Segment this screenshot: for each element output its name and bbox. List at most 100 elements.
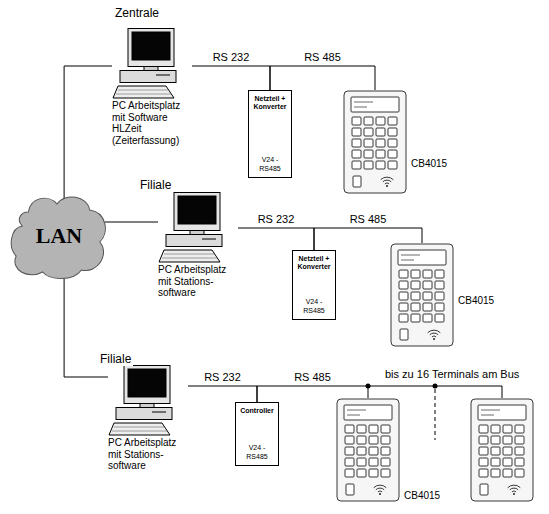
converter-label: Netzteil + Konverter xyxy=(251,95,289,112)
keyboard-keys xyxy=(118,90,168,91)
drive-slot xyxy=(202,239,216,240)
monitor-screen xyxy=(178,196,216,224)
device-label: CB4015 xyxy=(458,295,494,306)
device-label: CB4015 xyxy=(404,490,440,501)
keyboard xyxy=(109,423,170,435)
terminal-key xyxy=(435,303,444,311)
bus-junction xyxy=(366,384,371,389)
terminal-device: CB4015 xyxy=(390,243,494,347)
terminal-key xyxy=(411,314,420,322)
terminal-key xyxy=(352,150,361,158)
terminal-key xyxy=(479,447,488,455)
terminal-display xyxy=(478,405,526,420)
terminal-key xyxy=(376,150,385,158)
terminal-key xyxy=(435,281,444,289)
terminal-key xyxy=(364,128,373,136)
wireless-symbol xyxy=(510,488,518,490)
monitor-stand xyxy=(190,231,204,235)
bus-continuation xyxy=(435,389,436,440)
cloud-outline xyxy=(11,197,105,279)
converter-label: V24 - RS485 xyxy=(251,156,289,173)
pc-icon xyxy=(112,28,178,100)
terminal-key xyxy=(345,458,354,466)
terminal-key xyxy=(357,458,366,466)
terminal-display xyxy=(351,97,399,112)
interface-label: RS 232 xyxy=(256,213,297,225)
terminal-key xyxy=(491,458,500,466)
monitor-case xyxy=(128,29,174,67)
wireless-symbol xyxy=(383,180,391,182)
terminal-key xyxy=(411,303,420,311)
monitor-case xyxy=(124,366,170,404)
terminal-key xyxy=(388,161,397,169)
terminal-key xyxy=(357,469,366,477)
monitor-screen xyxy=(128,369,166,397)
bus-junction xyxy=(433,384,438,389)
terminal-key xyxy=(376,128,385,136)
terminal-key xyxy=(503,458,512,466)
terminal-key xyxy=(423,314,432,322)
terminal-key xyxy=(479,436,488,444)
terminal-key xyxy=(369,447,378,455)
cable-line xyxy=(64,66,112,199)
terminal-key xyxy=(479,458,488,466)
terminal-key xyxy=(369,469,378,477)
terminal-key xyxy=(435,314,444,322)
terminal-key xyxy=(491,425,500,433)
card-slot xyxy=(346,484,354,495)
workstation-pc: PC Arbeitsplatz mit Stations- software xyxy=(158,192,238,299)
monitor-stand xyxy=(140,404,154,408)
terminal-key xyxy=(369,436,378,444)
terminal-key xyxy=(352,117,361,125)
wireless-symbol xyxy=(513,493,515,495)
converter-label: Netzteil + Konverter xyxy=(295,255,333,272)
wireless-symbol xyxy=(432,336,436,338)
keyboard-keys xyxy=(114,427,164,428)
card-slot xyxy=(480,484,488,495)
cable-line xyxy=(188,386,257,402)
wireless-symbol xyxy=(428,330,441,333)
wireless-symbol xyxy=(385,183,389,185)
network-label: LAN xyxy=(36,223,82,249)
bus-note: bis zu 16 Terminals am Bus xyxy=(383,368,521,380)
pc-icon xyxy=(158,192,224,264)
wireless-symbol xyxy=(508,485,521,488)
workstation-pc: PC Arbeitsplatz mit Software HLZeit (Zei… xyxy=(112,28,192,146)
monitor-screen xyxy=(132,32,170,60)
terminal-key xyxy=(503,425,512,433)
display-line xyxy=(481,415,494,416)
terminal-key xyxy=(376,139,385,147)
terminal-display xyxy=(344,405,392,420)
terminal-key xyxy=(345,469,354,477)
cable-line xyxy=(105,222,158,223)
terminal-key xyxy=(515,436,524,444)
terminal-key xyxy=(381,436,390,444)
monitor-case xyxy=(174,193,220,231)
terminal-key xyxy=(423,303,432,311)
terminal-key xyxy=(503,436,512,444)
device-label: CB4015 xyxy=(411,158,447,169)
cable-line xyxy=(192,66,270,90)
terminal-key xyxy=(376,161,385,169)
terminal-key xyxy=(515,458,524,466)
card-slot xyxy=(400,329,408,340)
terminal-key xyxy=(352,128,361,136)
terminal-key xyxy=(381,447,390,455)
terminal-key xyxy=(388,150,397,158)
terminal-key xyxy=(503,447,512,455)
terminal-key xyxy=(423,281,432,289)
terminal-key xyxy=(345,425,354,433)
network-cloud: LAN xyxy=(8,192,110,280)
terminal-key xyxy=(399,314,408,322)
terminal-key xyxy=(381,469,390,477)
terminal-icon xyxy=(343,90,407,194)
interface-label: RS 232 xyxy=(202,371,243,383)
wireless-symbol xyxy=(381,177,394,180)
terminal-icon xyxy=(336,398,400,502)
terminal-key xyxy=(364,161,373,169)
display-line xyxy=(354,102,373,103)
terminal-key xyxy=(345,436,354,444)
terminal-key xyxy=(388,128,397,136)
converter-label: Controller xyxy=(240,407,273,415)
terminal-key xyxy=(411,270,420,278)
